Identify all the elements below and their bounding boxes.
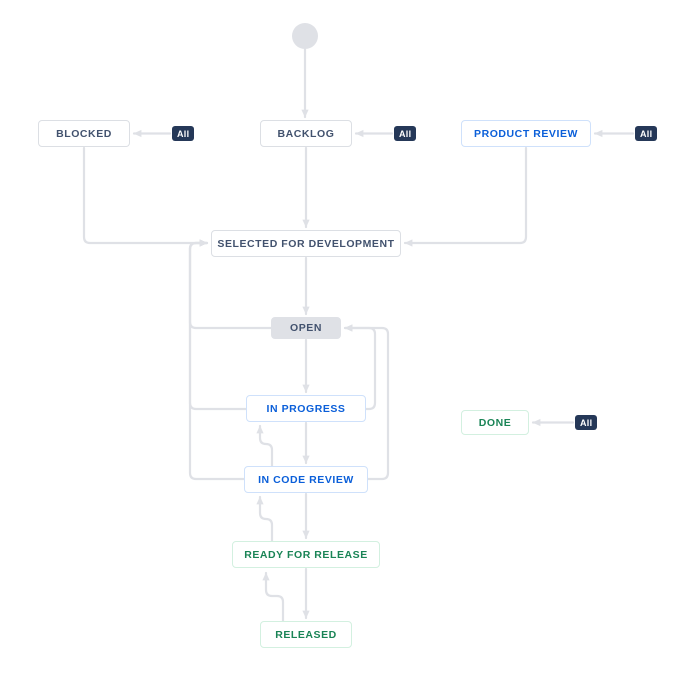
edge-in-progress-to-selected [188,239,248,411]
edge-blocked-to-selected [82,146,209,247]
edge-ready-to-in-code-review [256,495,274,543]
node-label: PRODUCT REVIEW [474,127,578,140]
node-blocked[interactable]: BLOCKED [38,120,130,147]
badge-all-done[interactable]: All [575,415,598,430]
node-selected-for-development[interactable]: SELECTED FOR DEVELOPMENT [211,230,401,257]
node-label: IN PROGRESS [266,402,346,415]
badge-label: All [640,128,653,139]
start-circle [292,23,318,49]
node-label: RELEASED [275,628,337,641]
node-product-review[interactable]: PRODUCT REVIEW [461,120,591,147]
edge-in-code-review-to-in-progress [256,424,274,468]
badge-all-backlog[interactable]: All [394,126,417,141]
node-label: OPEN [290,322,322,334]
node-label: READY FOR RELEASE [244,548,368,561]
edge-in-code-review-to-selected [188,239,246,481]
badge-label: All [177,128,190,139]
node-label: DONE [478,416,512,429]
badge-all-blocked[interactable]: All [172,126,195,141]
edge-in-code-review-to-open [343,324,390,481]
node-label: BLOCKED [56,127,112,140]
node-open[interactable]: OPEN [271,317,341,339]
node-in-code-review[interactable]: IN CODE REVIEW [244,466,368,493]
edge-released-to-ready [262,571,285,623]
node-ready-for-release[interactable]: READY FOR RELEASE [232,541,380,568]
node-done[interactable]: DONE [461,410,529,435]
badge-label: All [580,417,593,428]
edge-product-review-to-selected [403,146,528,247]
badge-all-product-review[interactable]: All [635,126,658,141]
node-label: IN CODE REVIEW [258,473,354,486]
badge-label: All [399,128,412,139]
node-backlog[interactable]: BACKLOG [260,120,352,147]
node-in-progress[interactable]: IN PROGRESS [246,395,366,422]
node-label: SELECTED FOR DEVELOPMENT [217,237,395,250]
node-label: BACKLOG [277,127,335,140]
node-released[interactable]: RELEASED [260,621,352,648]
